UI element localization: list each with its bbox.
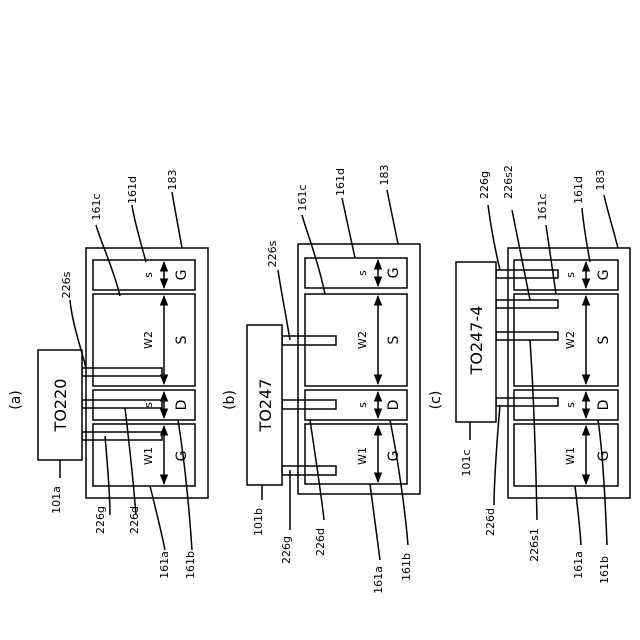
region-s: S <box>596 335 612 344</box>
region-d: D <box>386 400 402 411</box>
dim-w1: W1 <box>356 447 369 465</box>
label-101c: 101c <box>460 449 473 476</box>
panel-c: (c) TO247-4 G D S G W1 s W2 s 226g <box>428 165 630 584</box>
panel-b-tag: (b) <box>222 390 238 410</box>
label-226s1: 226s1 <box>528 528 541 562</box>
leader-161a <box>370 484 380 560</box>
region-g2: G <box>596 270 612 281</box>
dim-s2: s <box>142 272 155 278</box>
leader-161a <box>150 486 165 550</box>
region-d: D <box>174 400 190 411</box>
lead-gate <box>496 270 558 278</box>
leader-161a <box>575 486 581 545</box>
package-label: TO247-4 <box>467 306 486 376</box>
leader-161d <box>132 205 146 262</box>
panel-a: (a) TO220 G D S G W1 s W2 s 226s 101a <box>8 170 208 579</box>
region-d: D <box>596 400 612 411</box>
dim-s2: s <box>564 272 577 278</box>
label-101a: 101a <box>50 486 63 514</box>
region-s: S <box>386 335 402 344</box>
package-label: TO220 <box>51 379 70 433</box>
label-161d: 161d <box>572 176 585 204</box>
label-161d: 161d <box>334 168 347 196</box>
label-226g: 226g <box>94 506 107 534</box>
dim-s1: s <box>564 402 577 408</box>
panel-a-tag: (a) <box>8 390 24 410</box>
label-101b: 101b <box>252 508 265 536</box>
label-161c: 161c <box>90 193 103 220</box>
region-g1: G <box>596 451 612 462</box>
leader-226s1 <box>530 340 537 520</box>
dim-s1: s <box>356 402 369 408</box>
dim-w1: W1 <box>564 447 577 465</box>
dim-w2: W2 <box>356 331 369 349</box>
leader-161b <box>390 420 408 545</box>
label-161a: 161a <box>372 566 385 594</box>
label-161a: 161a <box>572 551 585 579</box>
label-183: 183 <box>594 170 607 191</box>
leader-226g <box>488 205 500 270</box>
dim-s1: s <box>142 402 155 408</box>
label-161d: 161d <box>126 176 139 204</box>
dim-w2: W2 <box>142 331 155 349</box>
leader-226g <box>105 436 110 515</box>
leader-161b <box>598 420 607 545</box>
label-226s2: 226s2 <box>502 165 515 199</box>
label-161a: 161a <box>158 551 171 579</box>
dim-w1: W1 <box>142 447 155 465</box>
label-183: 183 <box>378 165 391 186</box>
label-183: 183 <box>166 170 179 191</box>
label-226d: 226d <box>314 528 327 556</box>
panel-c-tag: (c) <box>428 391 444 410</box>
lead-drain <box>496 398 558 406</box>
panel-b: (b) TO247 G D S G W1 s W2 s 226s 101b <box>222 165 420 594</box>
dim-w2: W2 <box>564 331 577 349</box>
lead-source <box>82 368 162 376</box>
package-label: TO247 <box>256 379 275 433</box>
label-226s: 226s <box>60 271 73 298</box>
region-s: S <box>174 335 190 344</box>
region-g1: G <box>386 451 402 462</box>
dim-s2: s <box>356 270 369 276</box>
region-g2: G <box>386 268 402 279</box>
leader-183 <box>387 190 398 244</box>
lead-source-2 <box>496 300 558 308</box>
label-226d: 226d <box>128 506 141 534</box>
leader-183 <box>172 192 182 248</box>
label-161b: 161b <box>400 553 413 581</box>
label-226g: 226g <box>280 536 293 564</box>
label-161b: 161b <box>184 551 197 579</box>
label-161b: 161b <box>598 556 611 584</box>
leader-226d <box>310 420 324 520</box>
leader-183 <box>604 195 618 248</box>
lead-drain <box>282 400 336 409</box>
label-226g: 226g <box>478 171 491 199</box>
leader-161d <box>342 198 355 258</box>
lead-source-1 <box>496 332 558 340</box>
label-161c: 161c <box>536 193 549 220</box>
leader-161b <box>178 420 192 550</box>
lead-gate <box>82 432 162 440</box>
label-226d: 226d <box>484 508 497 536</box>
leader-161d <box>582 208 590 262</box>
label-161c: 161c <box>296 184 309 211</box>
label-226s: 226s <box>266 240 279 267</box>
region-g2: G <box>174 270 190 281</box>
